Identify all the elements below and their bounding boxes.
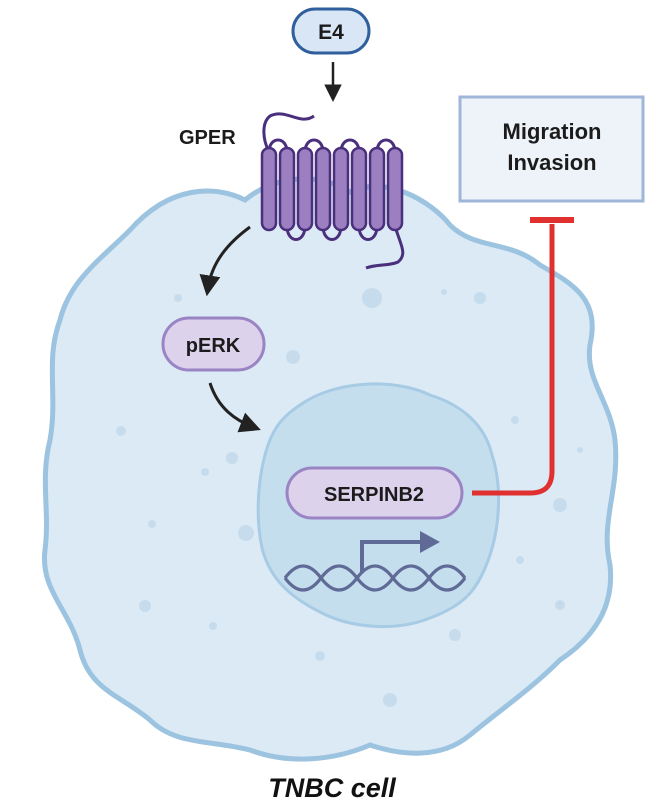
serpinb2-label: SERPINB2 (324, 484, 424, 506)
dna-helix (283, 564, 467, 592)
serpinb2-node: SERPINB2 (285, 466, 464, 520)
inhibition-line (472, 224, 555, 496)
e4-label: E4 (318, 21, 344, 44)
perk-label: pERK (186, 335, 241, 357)
gper-receptor (260, 112, 405, 270)
migration-invasion-box: Migration Invasion (458, 95, 645, 203)
invasion-label: Invasion (507, 150, 596, 175)
perk-node: pERK (161, 316, 266, 372)
receptor-loops (267, 138, 397, 241)
cytoplasm-speckles (116, 288, 583, 707)
migration-label: Migration (503, 119, 602, 144)
cell-label: TNBC cell (268, 773, 396, 803)
perk-to-serpinb2-arrow (208, 382, 261, 433)
transcription-arrow (360, 531, 440, 572)
gper-label: GPER (179, 127, 236, 149)
gper-to-perk-arrow (199, 225, 251, 297)
e4-node: E4 (291, 7, 371, 55)
receptor-c-tail (365, 225, 405, 270)
receptor-n-tail (262, 112, 315, 153)
